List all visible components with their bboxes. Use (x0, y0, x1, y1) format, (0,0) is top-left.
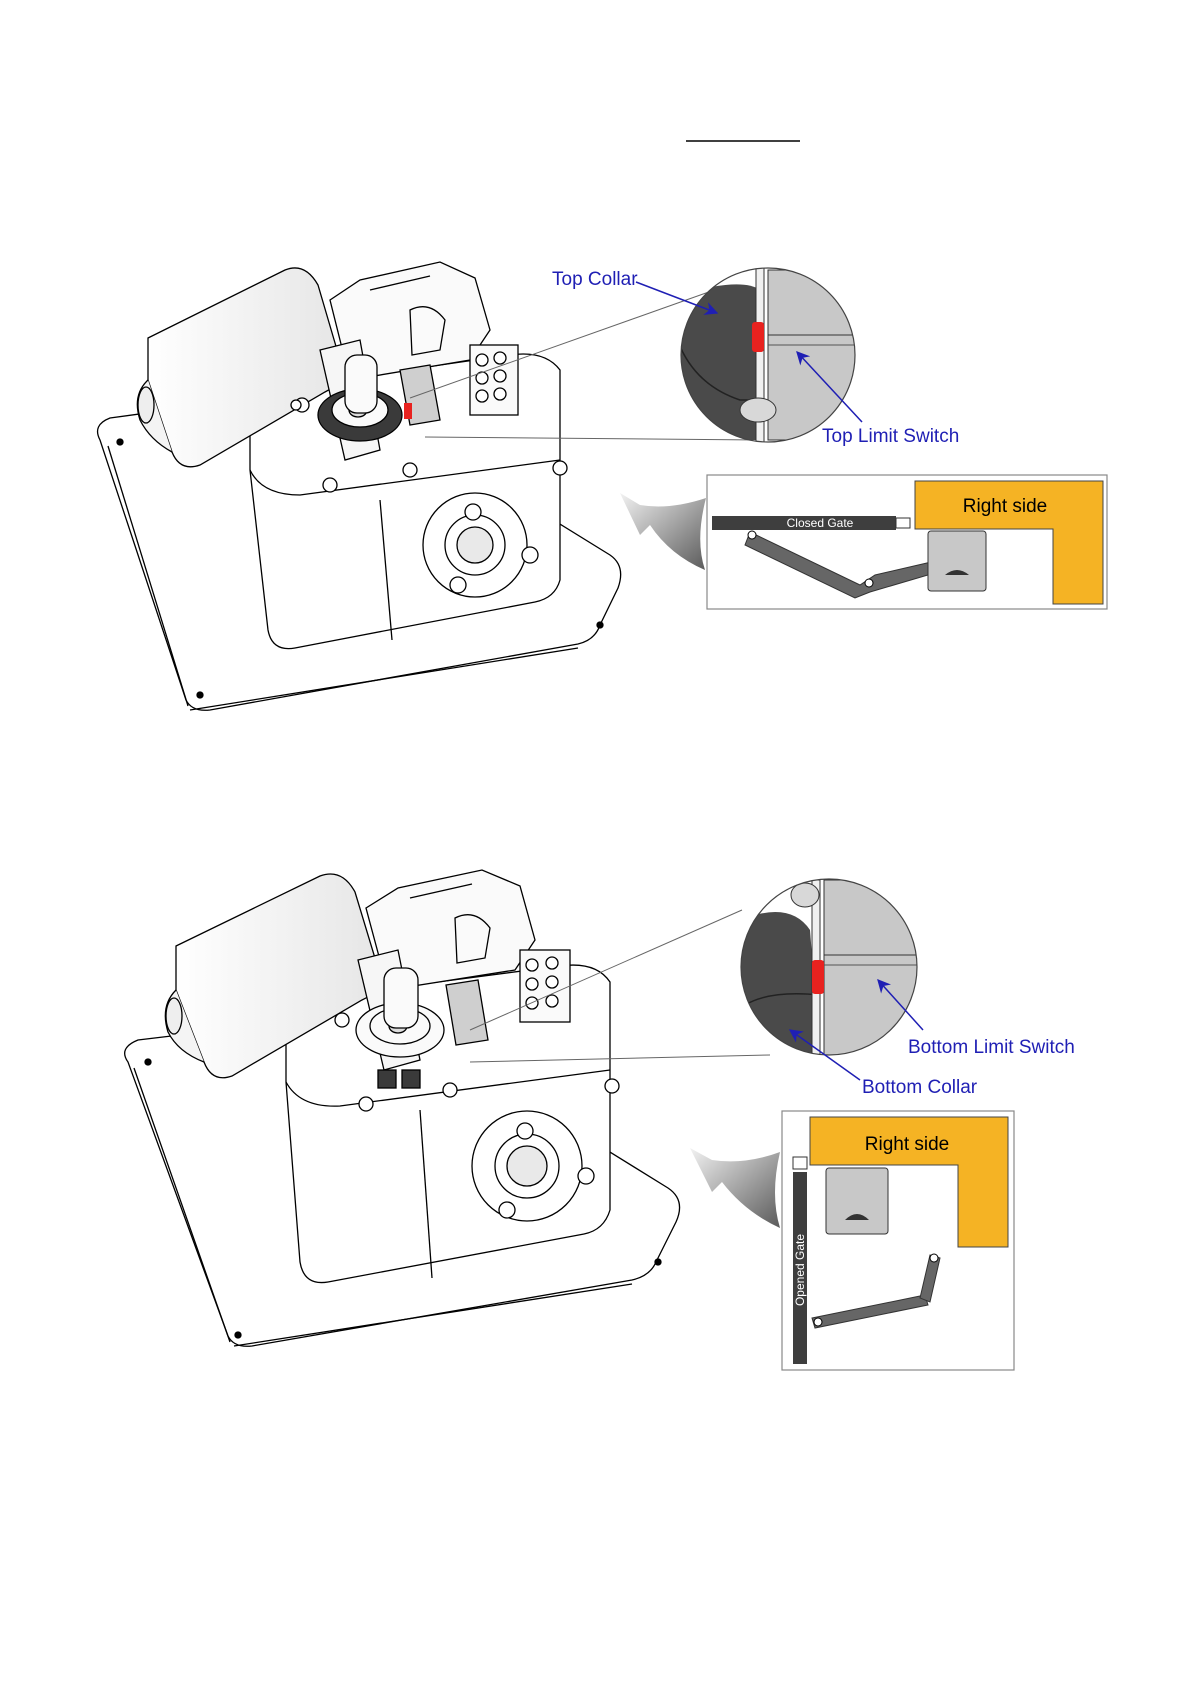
bottom-figure (125, 870, 680, 1346)
bottom-limit-switch-label: Bottom Limit Switch (908, 1037, 1075, 1058)
bottom-collar-shape (740, 912, 820, 1060)
top-limit-switch-label: Top Limit Switch (822, 426, 959, 447)
bottom-detail-zoom (740, 879, 918, 1060)
top-right-side-label: Right side (963, 496, 1048, 517)
top-limit-marker (752, 322, 764, 352)
top-figure (98, 262, 621, 710)
top-switch-shape (768, 270, 860, 440)
top-collar-label: Top Collar (552, 269, 638, 290)
bottom-gate-panel: Right side Opened Gate (782, 1111, 1014, 1370)
bottom-switch-shape (824, 880, 918, 1056)
bottom-indicator-arrow (690, 1148, 780, 1228)
top-gate-panel: Right side Closed Gate (707, 475, 1107, 609)
top-panel-operator (928, 531, 986, 591)
bottom-panel-operator (826, 1168, 888, 1234)
bottom-right-side-label: Right side (865, 1134, 950, 1155)
bottom-limit-marker (812, 960, 824, 994)
top-indicator-arrow (620, 493, 706, 570)
top-detail-zoom (660, 268, 860, 444)
opened-gate-label: Opened Gate (793, 1234, 807, 1306)
closed-gate-label: Closed Gate (787, 516, 854, 530)
bottom-collar-label: Bottom Collar (862, 1077, 978, 1098)
